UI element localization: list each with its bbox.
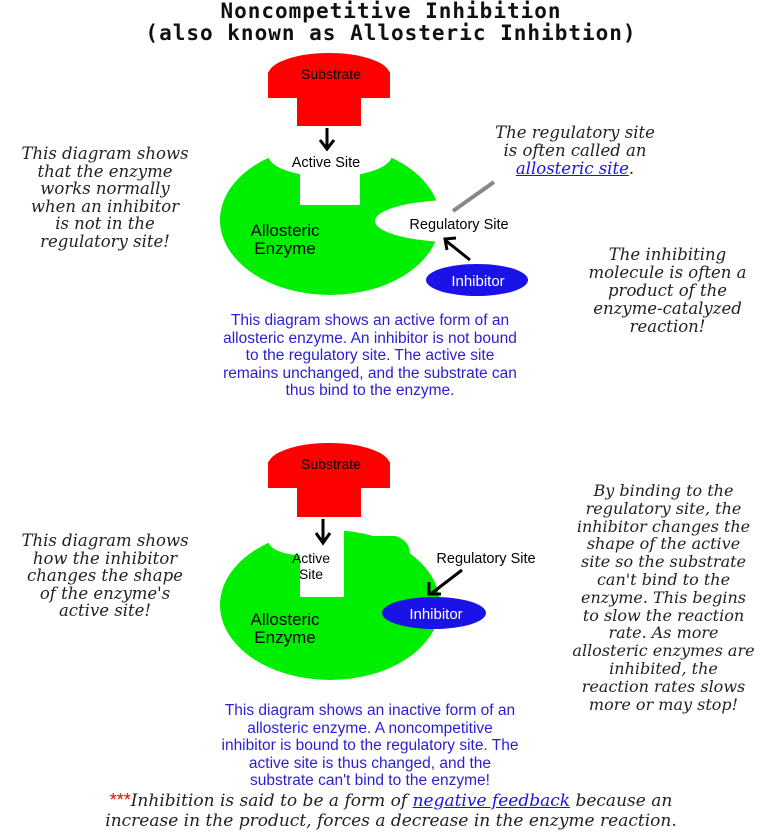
bottom-caption-line: allosteric enzyme. A noncompetitive xyxy=(247,719,493,737)
bottom-note-left-line: active site! xyxy=(58,601,152,620)
top-note-left-line: that the enzyme xyxy=(37,161,173,181)
top-caption-line: to the regulatory site. The active site xyxy=(245,347,495,364)
page-title: Noncompetitive Inhibition xyxy=(220,0,562,23)
footer-line-2: increase in the product, forces a decrea… xyxy=(105,811,677,831)
top-substrate-label: Substrate xyxy=(301,66,361,82)
top-note-right-top-line: allosteric site. xyxy=(465,160,685,178)
page-subtitle: (also known as Allosteric Inhibtion) xyxy=(145,21,637,45)
top-note-right-bottom-line: molecule is often a xyxy=(588,263,747,282)
bottom-caption-line: This diagram shows an inactive form of a… xyxy=(224,702,516,719)
bottom-note-right-line: reaction rates slows xyxy=(581,676,746,696)
top-note-right-top-line: The regulatory site xyxy=(495,123,655,142)
top-note-left-line: when an inhibitor xyxy=(30,196,180,216)
bottom-note-left-line: This diagram shows xyxy=(21,531,189,550)
top-arrow-inhibitor xyxy=(443,236,471,262)
bottom-note-right-line: shape of the active xyxy=(586,534,741,554)
period: . xyxy=(628,159,635,178)
bottom-active-site-label-2: Site xyxy=(299,566,323,582)
top-note-right-bottom: The inhibiting molecule is often a produ… xyxy=(560,246,775,336)
top-note-left-line: This diagram shows xyxy=(21,144,189,163)
bottom-note-right-line: more or may stop! xyxy=(588,694,739,714)
top-note-left-line: regulatory site! xyxy=(40,231,170,251)
bottom-enzyme xyxy=(220,525,440,680)
top-note-left-line: works normally xyxy=(40,179,170,198)
top-note-right-top-line: is often called an xyxy=(503,141,647,160)
bottom-inhibitor xyxy=(382,597,486,629)
top-regulatory-site xyxy=(375,200,535,242)
bottom-active-site-label-1: Active xyxy=(292,550,330,566)
bottom-enzyme-label-2: Enzyme xyxy=(254,628,315,647)
negative-feedback-link[interactable]: negative feedback xyxy=(412,791,571,811)
footer-line-1: ***Inhibition is said to be a form of ne… xyxy=(10,790,772,811)
bottom-note-left-line: how the inhibitor xyxy=(32,548,178,568)
top-substrate xyxy=(268,53,390,126)
bottom-note-left-line: changes the shape xyxy=(27,566,183,585)
top-note-right-bottom-line: product of the xyxy=(608,281,727,300)
top-note-right-bottom-line: enzyme-catalyzed xyxy=(593,299,742,318)
top-enzyme xyxy=(220,133,440,295)
footer-note: ***Inhibition is said to be a form of ne… xyxy=(10,790,772,831)
bottom-caption: This diagram shows an inactive form of a… xyxy=(185,702,555,790)
bottom-note-right-line: can't bind to the xyxy=(596,569,731,589)
bottom-note-right-line: rate. As more xyxy=(608,623,719,643)
top-inhibitor xyxy=(426,264,528,296)
bottom-note-right-line: enzyme. This begins xyxy=(580,587,747,607)
top-note-right-bottom-line: reaction! xyxy=(629,317,706,336)
bottom-note-left-line: of the enzyme's xyxy=(39,583,171,603)
top-enzyme-label-1: Allosteric xyxy=(251,221,320,240)
bottom-arrow-regulatory xyxy=(427,568,463,596)
bottom-caption-line: active site is thus changed, and the xyxy=(248,754,492,772)
bottom-note-right: By binding to the regulatory site, the i… xyxy=(545,482,782,713)
bottom-inhibitor-label: Inhibitor xyxy=(409,606,462,623)
bottom-caption-line: substrate can't bind to the enzyme! xyxy=(250,772,490,789)
top-note-right-bottom-line: The inhibiting xyxy=(608,245,727,264)
top-caption-line: remains unchanged, and the substrate can xyxy=(223,364,517,382)
bottom-note-right-line: inhibitor changes the xyxy=(576,516,751,536)
bottom-substrate-label: Substrate xyxy=(301,456,361,472)
bottom-diagram: Substrate Active Site Allosteric Enzyme … xyxy=(220,443,536,680)
footer-text-post: because an xyxy=(570,791,673,811)
bottom-note-right-line: regulatory site, the xyxy=(585,498,742,518)
footer-text-pre: Inhibition is said to be a form of xyxy=(130,791,413,811)
top-enzyme-label-2: Enzyme xyxy=(254,239,315,258)
bottom-regulatory-site-label: Regulatory Site xyxy=(436,551,535,567)
top-caption: This diagram shows an active form of an … xyxy=(190,312,550,400)
top-note-left: This diagram shows that the enzyme works… xyxy=(0,145,210,250)
top-note-right-top: The regulatory site is often called an a… xyxy=(465,124,685,178)
bottom-note-right-line: By binding to the xyxy=(593,481,734,500)
footer-stars: *** xyxy=(109,790,131,810)
top-active-site-label: Active Site xyxy=(292,155,361,171)
top-diagram: Substrate Active Site Allosteric Enzyme … xyxy=(220,53,535,296)
top-inhibitor-label: Inhibitor xyxy=(451,273,504,290)
top-arrow-down xyxy=(318,128,336,152)
top-caption-line: thus bind to the enzyme. xyxy=(285,382,455,399)
top-caption-line: allosteric enzyme. An inhibitor is not b… xyxy=(223,329,517,347)
bottom-note-right-line: allosteric enzymes are xyxy=(572,641,755,661)
allosteric-site-link[interactable]: allosteric site xyxy=(515,159,629,178)
top-note-left-line: is not in the xyxy=(55,214,155,233)
bottom-note-right-line: inhibited, the xyxy=(609,658,718,678)
top-pointer-line xyxy=(451,180,496,213)
bottom-note-right-line: site so the substrate xyxy=(580,552,746,572)
top-regulatory-site-label: Regulatory Site xyxy=(409,217,508,233)
bottom-note-right-line: to slow the reaction xyxy=(582,605,745,625)
bottom-substrate xyxy=(268,443,390,517)
bottom-note-left: This diagram shows how the inhibitor cha… xyxy=(0,532,210,620)
bottom-arrow-down xyxy=(314,519,332,546)
bottom-enzyme-label-1: Allosteric xyxy=(251,610,320,629)
top-caption-line: This diagram shows an active form of an xyxy=(230,312,510,329)
bottom-caption-line: inhibitor is bound to the regulatory sit… xyxy=(221,737,519,754)
